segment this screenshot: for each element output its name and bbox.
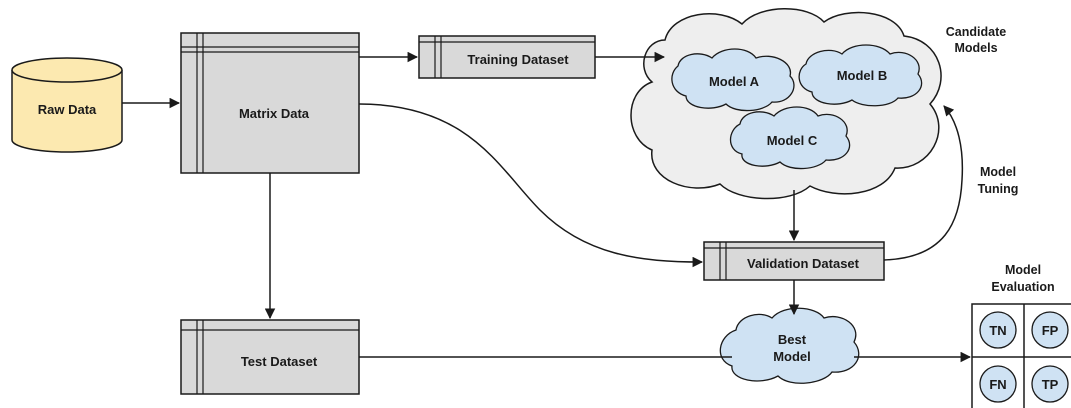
- validation-dataset-box: Validation Dataset: [703, 241, 885, 281]
- connectors: [122, 51, 972, 363]
- test-dataset-label: Test Dataset: [241, 354, 318, 369]
- model-evaluation-label-line2: Evaluation: [991, 280, 1054, 294]
- model-c-bubble: Model C: [729, 106, 851, 170]
- model-b-bubble: Model B: [798, 44, 923, 107]
- tp-cell: TP: [1031, 365, 1069, 403]
- fn-cell: FN: [979, 365, 1017, 403]
- model-a-bubble: Model A: [671, 48, 795, 112]
- tp-label: TP: [1042, 377, 1059, 392]
- fp-cell: FP: [1031, 311, 1069, 349]
- training-dataset-box: Training Dataset: [418, 35, 596, 79]
- matrix-data-box: Matrix Data: [180, 32, 360, 174]
- validation-dataset-label: Validation Dataset: [747, 256, 860, 271]
- arrow-matrix-to-validation: [358, 103, 704, 268]
- test-dataset-box: Test Dataset: [180, 319, 360, 395]
- model-b-label: Model B: [837, 68, 888, 83]
- model-tuning-label-line1: Model: [980, 165, 1016, 179]
- model-tuning-label-line2: Tuning: [978, 182, 1019, 196]
- arrow-model-tuning: [883, 105, 964, 261]
- fp-label: FP: [1042, 323, 1059, 338]
- raw-data-cylinder: Raw Data: [11, 57, 123, 153]
- candidate-models-label-line2: Models: [954, 41, 997, 55]
- candidate-models-cloud: [630, 8, 942, 200]
- tn-label: TN: [989, 323, 1006, 338]
- best-model-label-line1: Best: [778, 332, 807, 347]
- candidate-models-label-line1: Candidate: [946, 25, 1006, 39]
- model-a-label: Model A: [709, 74, 760, 89]
- model-c-label: Model C: [767, 133, 818, 148]
- matrix-data-label: Matrix Data: [239, 106, 310, 121]
- training-dataset-label: Training Dataset: [467, 52, 569, 67]
- confusion-matrix: TN FP FN TP: [971, 303, 1071, 408]
- tn-cell: TN: [979, 311, 1017, 349]
- model-evaluation-label-line1: Model: [1005, 263, 1041, 277]
- best-model-label-line2: Model: [773, 349, 811, 364]
- raw-data-label: Raw Data: [38, 102, 97, 117]
- fn-label: FN: [989, 377, 1006, 392]
- best-model-bubble: Best Model: [719, 307, 860, 384]
